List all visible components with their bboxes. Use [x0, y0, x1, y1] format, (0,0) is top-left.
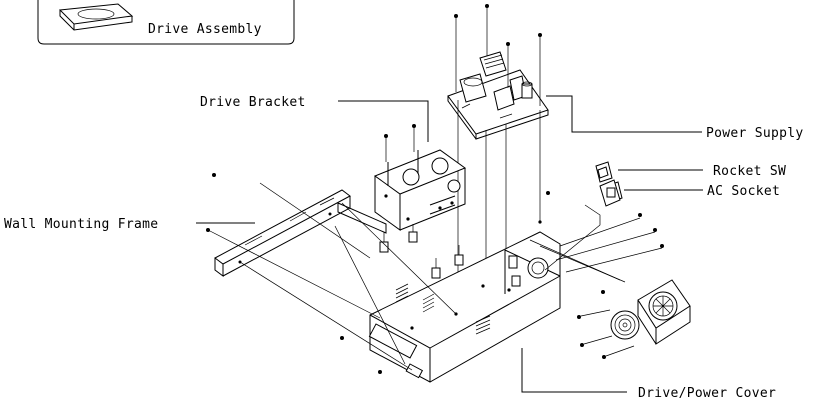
drive-assembly-label: Drive Assembly [148, 22, 262, 37]
hard-drive-icon [58, 3, 134, 31]
power-supply-label: Power Supply [706, 126, 804, 141]
fan-screws [577, 213, 664, 359]
ac-socket [599, 179, 623, 207]
ac-socket-label: AC Socket [707, 184, 780, 199]
drive-assembly-inset: Drive Assembly [37, 0, 295, 45]
rocket-switch [595, 161, 613, 183]
standoffs [379, 224, 464, 279]
fan [637, 279, 691, 345]
wall-mounting-frame [214, 189, 351, 277]
fan-grill [610, 310, 640, 340]
callout-lines [196, 95, 703, 393]
wall-mounting-frame-label: Wall Mounting Frame [4, 217, 158, 232]
drive-power-cover [368, 220, 561, 383]
assembly-lines [206, 173, 663, 374]
drive-power-cover-label: Drive/Power Cover [638, 386, 776, 401]
power-supply-board [447, 51, 549, 140]
power-supply-screws [454, 4, 542, 314]
rocket-sw-label: Rocket SW [713, 164, 786, 179]
drive-bracket-label: Drive Bracket [200, 95, 306, 110]
drive-bracket [337, 124, 467, 234]
